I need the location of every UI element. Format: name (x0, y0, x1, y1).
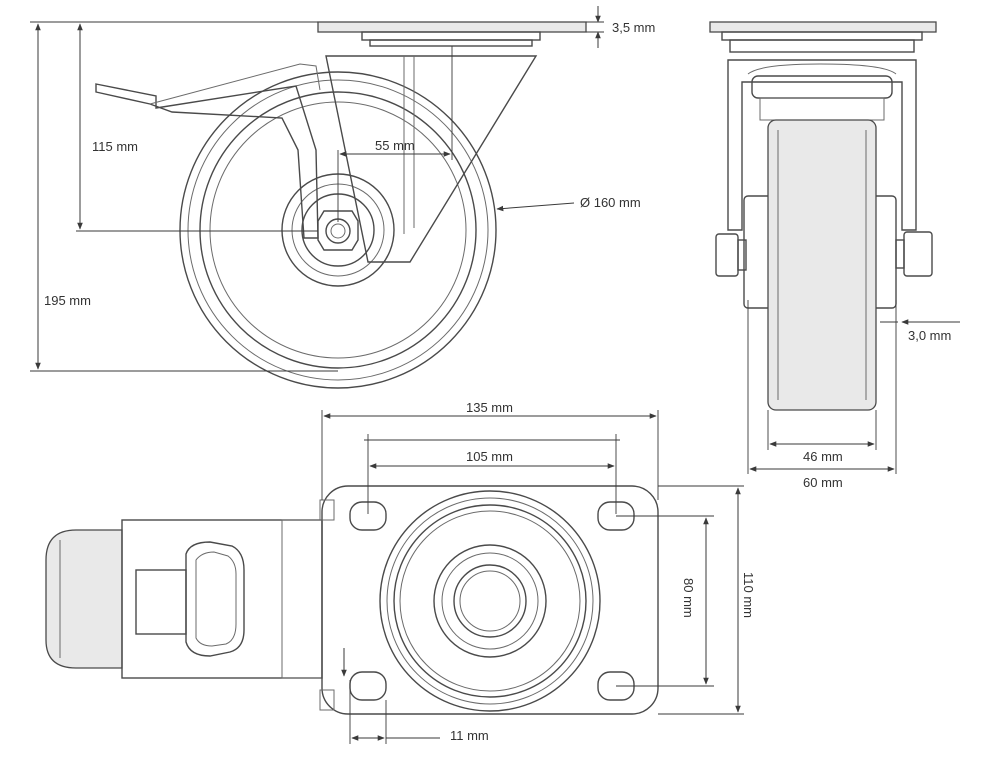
label-plate-length: 135 mm (466, 400, 513, 415)
label-hole-diameter: 11 mm (450, 728, 489, 743)
label-total-height: 195 mm (44, 293, 91, 308)
label-hole-spacing-y: 80 mm (681, 578, 696, 618)
front-brake (751, 75, 893, 99)
front-top-plate (709, 21, 937, 33)
top-view: 135 mm 105 mm 80 mm 110 mm 11 mm (45, 400, 756, 744)
axle-nut (317, 210, 359, 251)
side-view: 3,5 mm 195 mm 115 mm 55 mm Ø 160 mm (30, 6, 655, 389)
fork (325, 55, 538, 263)
brake-lever-body (135, 569, 187, 635)
swivel-bearing (361, 31, 541, 41)
label-plate-width: 110 mm (741, 572, 756, 618)
wheel (179, 71, 497, 389)
mounting-hole-bl (349, 671, 387, 701)
front-nut-left (715, 233, 739, 277)
label-total-width: 60 mm (803, 475, 843, 490)
label-wheel-width: 46 mm (803, 449, 843, 464)
brake-pedal-cap (45, 529, 123, 669)
top-plate (317, 21, 587, 33)
front-wheel-tire (767, 119, 877, 411)
label-wheel-diameter: Ø 160 mm (580, 195, 641, 210)
front-view: 3,0 mm 46 mm 60 mm (709, 21, 960, 490)
swivel-rings (379, 490, 601, 712)
label-hole-spacing-x: 105 mm (466, 449, 513, 464)
label-axle-height: 115 mm (92, 139, 138, 154)
label-plate-thickness: 3,5 mm (612, 20, 655, 35)
front-nut-right (903, 231, 933, 277)
front-fork (727, 59, 917, 231)
label-side-gap: 3,0 mm (908, 328, 951, 343)
label-offset: 55 mm (375, 138, 415, 153)
swivel-ring (369, 39, 533, 47)
mounting-plate (321, 485, 659, 715)
